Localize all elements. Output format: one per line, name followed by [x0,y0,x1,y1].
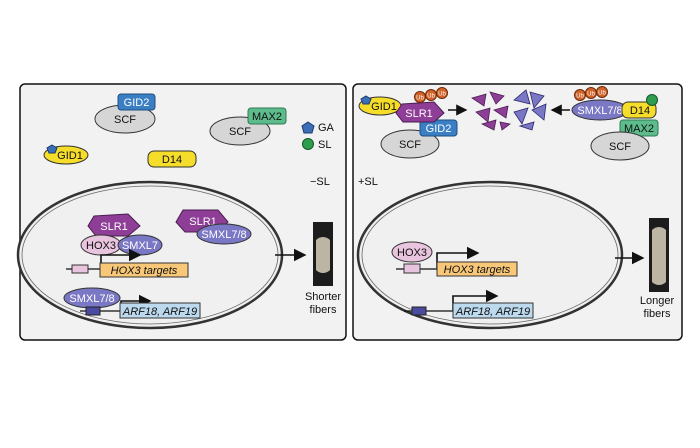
ub-label: Ub [587,92,595,98]
condition-plus-sl: +SL [358,176,378,188]
legend-sl-label: SL [318,139,331,151]
scf-label: SCF [114,114,136,126]
slr1-protein-complex [87,213,141,237]
outcome-label-line2: fibers [310,304,337,316]
smxl78-protein [196,223,252,245]
gid1-label: GID1 [371,101,397,113]
hox3-protein [391,241,433,263]
arf-genes-label: ARF18, ARF19 [455,306,530,318]
nucleus-inner-membrane [361,185,619,325]
ub-label: Ub [438,92,446,98]
hox3-targets-label: HOX3 targets [111,265,178,277]
arf-genes-label: ARF18, ARF19 [122,306,197,318]
ga-icon [360,95,372,105]
ub-label: Ub [427,94,435,100]
smxl78-label: SMXL7/8 [577,105,622,117]
ub-label: Ub [576,94,584,100]
fiber-ovule-long [652,227,666,285]
nucleus [356,180,624,330]
right-panel: SCF GID2 GID1 SLR1 Ub Ub Ub [352,83,683,341]
slr1-label: SLR1 [405,108,433,120]
arf-genes-box [452,302,534,319]
ubiquitin-icon [596,86,608,98]
max2-label: MAX2 [252,111,282,123]
fiber-ovule-short [316,237,330,273]
scf-label: SCF [229,126,251,138]
promoter-box [85,306,101,316]
condition-minus-sl: −SL [310,176,330,188]
hox3-label: HOX3 [397,247,427,259]
ub-label: Ub [598,91,606,97]
gid2-label: GID2 [124,97,150,109]
degraded-smxl-fragments [513,89,547,131]
gid2-protein [419,119,458,137]
scf-complex-right-left [380,129,440,159]
d14-label: D14 [630,105,650,117]
scf-label: SCF [399,139,421,151]
arf-genes-box [119,302,201,319]
left-panel: SCF GID2 SCF MAX2 GA SL GID1 D14 −SL SLR… [16,83,347,341]
ub-label: Ub [416,96,424,102]
hox3-targets-label: HOX3 targets [444,264,511,276]
sl-icon [646,94,658,106]
outcome-label-line1: Shorter [305,291,341,303]
d14-label: D14 [162,154,182,166]
hox3-targets-box [436,261,518,277]
ubiquitin-icon [436,87,448,99]
ga-icon [301,121,315,134]
max2-protein [247,107,287,125]
outcome-label-line2: fibers [644,308,671,320]
ga-icon [46,144,58,154]
smxl7-label: SMXL7 [122,240,158,252]
promoter-box [411,306,427,316]
smxl78-repressor-label: SMXL7/8 [69,293,114,305]
gid1-label: GID1 [57,150,83,162]
sl-icon [302,138,314,150]
hox3-targets-box [99,262,189,278]
max2-label: MAX2 [624,123,654,135]
promoter-box [71,264,89,274]
d14-receptor [147,150,197,168]
outcome-label-line1: Longer [640,295,675,307]
scf-label: SCF [609,141,631,153]
legend-ga-label: GA [318,122,335,134]
gid2-label: GID2 [426,123,452,135]
hox3-label: HOX3 [86,240,116,252]
slr1-label: SLR1 [100,221,128,233]
slr1-protein [395,101,445,123]
smxl78-label: SMXL7/8 [201,229,246,241]
gid2-protein [117,93,156,111]
degraded-slr1-fragments [471,91,511,131]
promoter-box [403,263,421,274]
scf-complex-right-right [590,131,650,161]
